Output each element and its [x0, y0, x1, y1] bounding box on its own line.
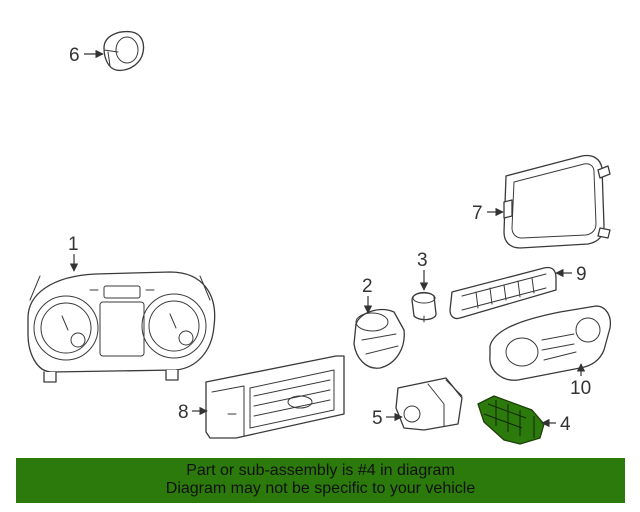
callout-3: 3	[417, 250, 428, 271]
callout-1: 1	[68, 234, 79, 255]
part-9-button-panel[interactable]	[449, 266, 557, 320]
part-10-climate-control[interactable]	[489, 305, 612, 381]
part-7-display-screen[interactable]	[503, 154, 611, 249]
part-3-knob[interactable]	[411, 291, 437, 323]
part-5-control-module[interactable]	[395, 377, 463, 431]
callout-2: 2	[362, 276, 373, 297]
part-6-ring-collar[interactable]	[103, 30, 145, 72]
part-1-instrument-cluster[interactable]	[27, 271, 216, 383]
part-2-rotary-controller[interactable]	[353, 309, 405, 369]
callout-10: 10	[570, 378, 591, 399]
callout-5: 5	[372, 408, 383, 429]
callout-7: 7	[472, 203, 483, 224]
callout-6: 6	[69, 45, 80, 66]
info-banner: Part or sub-assembly is #4 in diagram Di…	[16, 458, 625, 503]
banner-line-2: Diagram may not be specific to your vehi…	[165, 480, 476, 497]
callout-8: 8	[178, 402, 189, 423]
callout-4: 4	[560, 414, 571, 435]
banner-line-1: Part or sub-assembly is #4 in diagram	[186, 462, 455, 479]
part-8-radio-unit[interactable]	[205, 355, 345, 439]
part-4-switch-pack-highlighted[interactable]	[477, 395, 545, 445]
callout-9: 9	[576, 264, 587, 285]
